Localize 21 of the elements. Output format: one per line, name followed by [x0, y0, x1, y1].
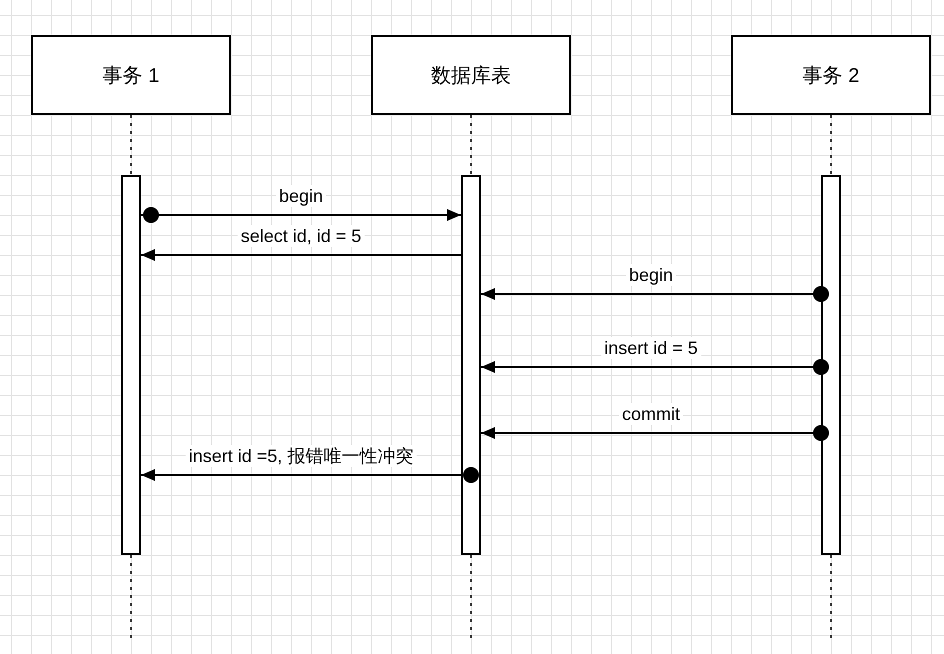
edge-label: insert id =5, 报错唯一性冲突 [186, 445, 416, 467]
message-arrow [141, 249, 461, 261]
lifeline [470, 115, 472, 175]
message-arrow [481, 286, 829, 302]
activation-bar [461, 175, 481, 555]
edge-label: begin [276, 185, 326, 207]
edge-label: select id, id = 5 [238, 225, 364, 247]
message-arrow [481, 425, 829, 441]
edge-label: insert id = 5 [601, 337, 701, 359]
message-arrow [141, 467, 479, 483]
message-arrow [481, 359, 829, 375]
lifeline [130, 115, 132, 175]
edge-label: commit [619, 403, 683, 425]
lifeline [830, 115, 832, 175]
activation-bar [121, 175, 141, 555]
edge-label: begin [626, 264, 676, 286]
activation-bar [821, 175, 841, 555]
participant-box: 事务 2 [731, 35, 931, 115]
participant-box: 数据库表 [371, 35, 571, 115]
message-arrow [141, 207, 461, 223]
participant-box: 事务 1 [31, 35, 231, 115]
